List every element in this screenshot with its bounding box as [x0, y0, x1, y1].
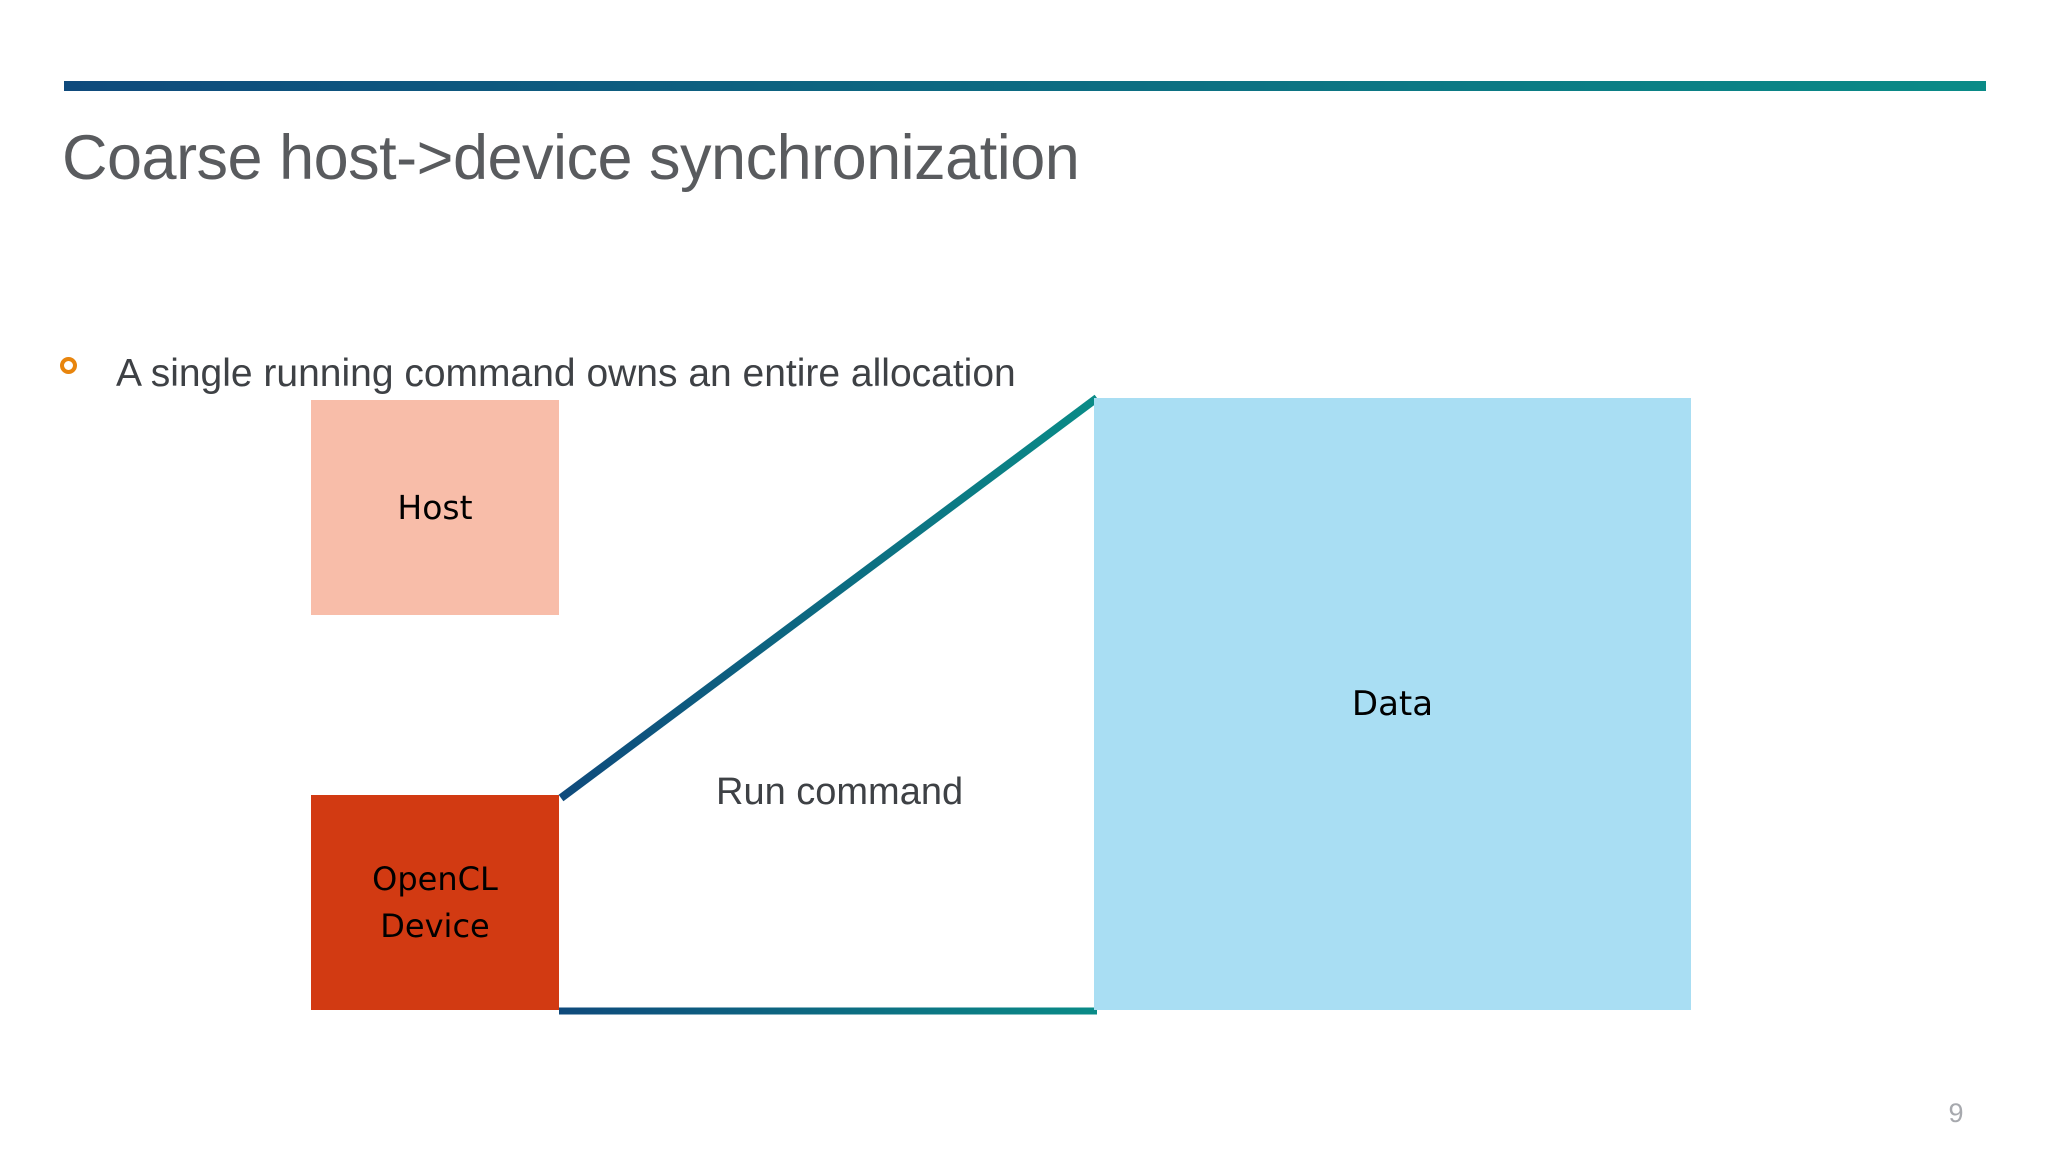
bullet-text: A single running command owns an entire … — [116, 352, 1016, 395]
opencl-device-box: OpenCL Device — [311, 795, 559, 1010]
opencl-device-box-label: OpenCL Device — [372, 860, 498, 945]
run-command-label: Run command — [716, 771, 964, 813]
data-box: Data — [1094, 398, 1691, 1010]
page-number: 9 — [1948, 1098, 1964, 1128]
host-box-label: Host — [397, 488, 473, 527]
data-box-label: Data — [1351, 684, 1434, 724]
host-box: Host — [311, 400, 559, 615]
run-command-diagonal-connector — [558, 394, 1100, 802]
slide-title: Coarse host->device synchronization — [62, 123, 1080, 193]
bullet-marker-icon — [60, 357, 77, 374]
title-accent-rule — [64, 81, 1986, 91]
